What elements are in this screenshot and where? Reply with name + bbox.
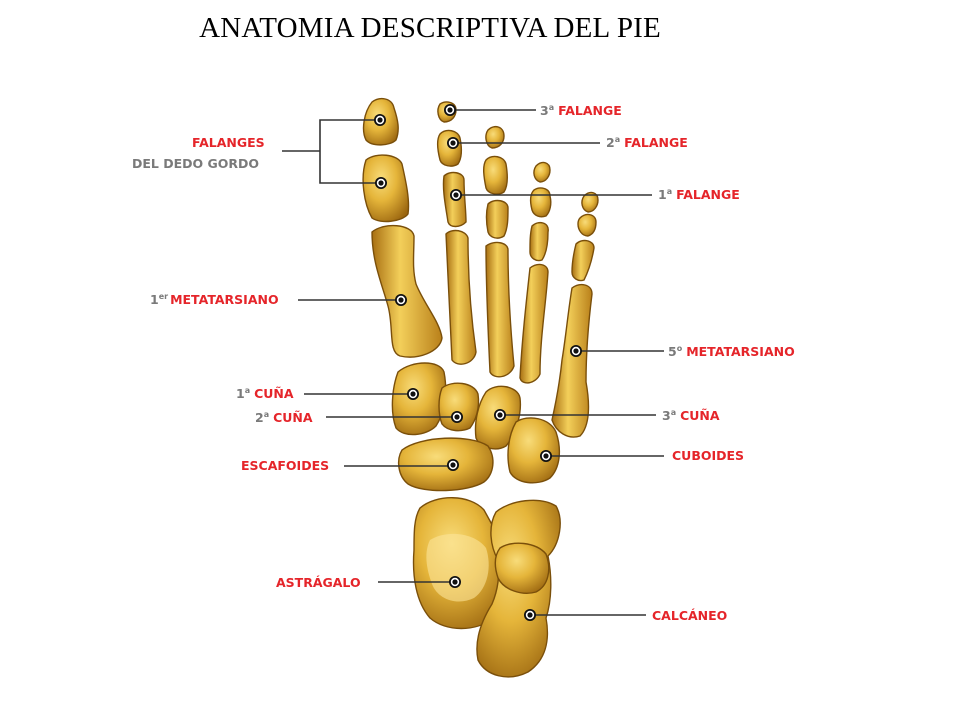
first-cuneiform — [391, 362, 447, 436]
dot-falange-3 — [444, 104, 456, 116]
dot-cuna-1 — [407, 388, 419, 400]
first-metatarsal — [371, 225, 443, 358]
marker-dots — [374, 104, 582, 621]
hallux-proximal-phalanx — [362, 154, 410, 223]
label-astragalo: ASTRÁGALO — [276, 575, 361, 590]
cuboid — [507, 417, 561, 484]
dot-falanges-distal — [374, 114, 386, 126]
calcaneus — [476, 499, 561, 678]
fourth-toe — [519, 161, 552, 384]
second-cuneiform — [438, 382, 480, 432]
dot-metatarsiano-5 — [570, 345, 582, 357]
dot-cuboides — [540, 450, 552, 462]
label-calcaneo: CALCÁNEO — [652, 608, 727, 623]
dot-falanges-proximal — [375, 177, 387, 189]
third-toe — [483, 125, 515, 378]
leader-lines — [282, 109, 664, 616]
dot-falange-1 — [450, 189, 462, 201]
dot-metatarsiano-1 — [395, 294, 407, 306]
slide-title: ANATOMIA DESCRIPTIVA DEL PIE — [199, 12, 661, 44]
dot-calcaneo — [524, 609, 536, 621]
dot-cuna-3 — [494, 409, 506, 421]
dot-astragalo — [449, 576, 461, 588]
navicular — [397, 437, 494, 492]
label-del-dedo-gordo: DEL DEDO GORDO — [132, 156, 259, 171]
label-falanges: FALANGES — [192, 135, 265, 150]
dot-cuna-2 — [451, 411, 463, 423]
fifth-toe — [551, 191, 599, 438]
dot-escafoides — [447, 459, 459, 471]
dot-falange-2 — [447, 137, 459, 149]
label-escafoides: ESCAFOIDES — [241, 458, 329, 473]
talus — [412, 497, 510, 630]
bones — [362, 97, 599, 678]
label-cuboides: CUBOIDES — [672, 448, 744, 463]
